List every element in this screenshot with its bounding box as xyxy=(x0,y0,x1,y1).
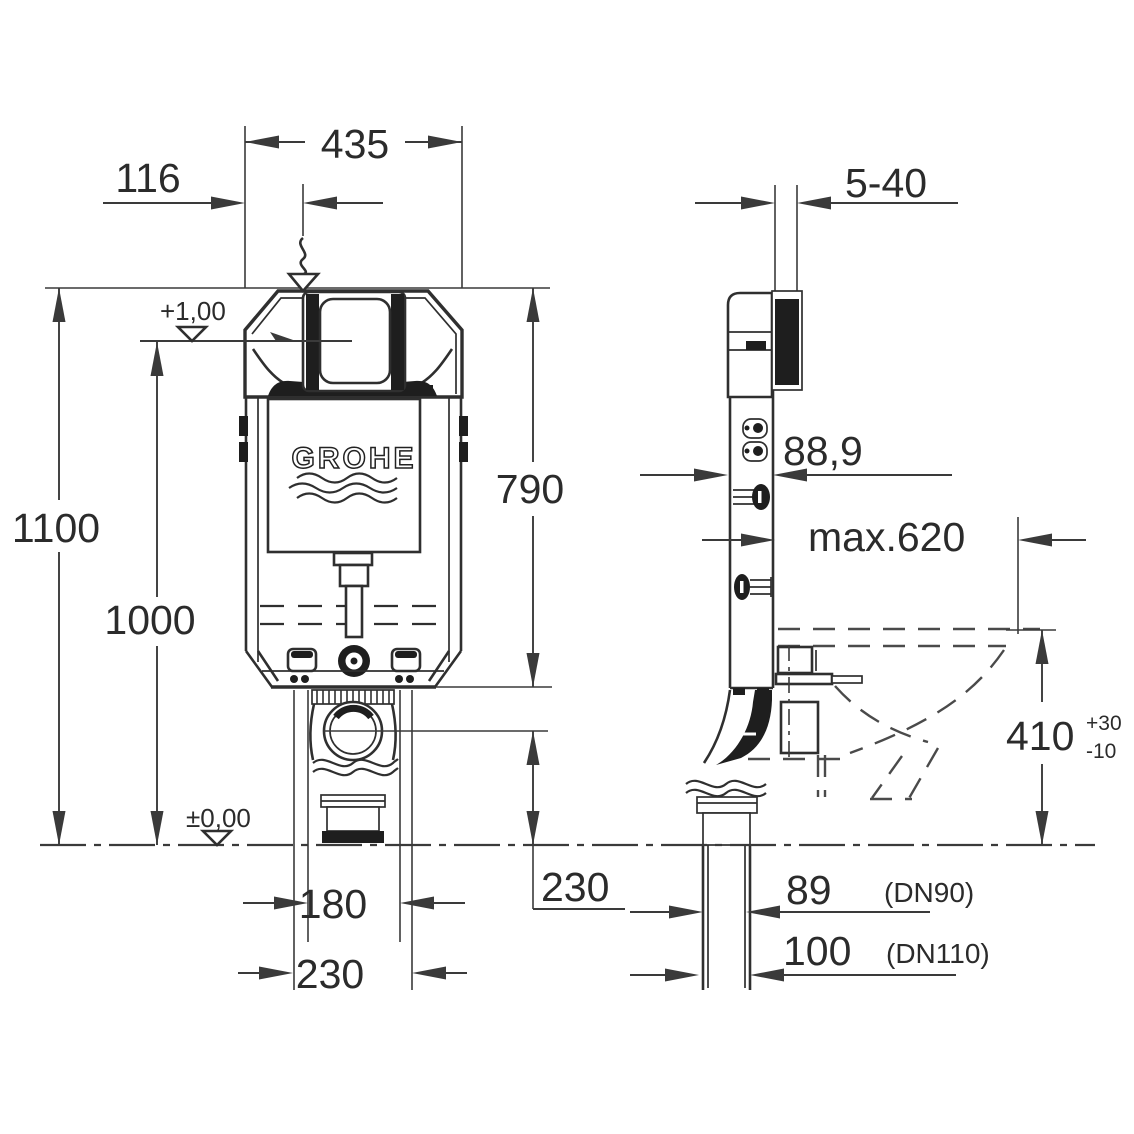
flush-pipe-lower xyxy=(344,584,364,639)
side-break-wave-1 xyxy=(685,779,767,789)
dimensions-side: 5-40 88,9 max.620 410 +30 -10 89 (DN90) xyxy=(630,160,1122,982)
dim-width-top: 435 xyxy=(321,121,389,167)
mounting-plate xyxy=(774,672,834,686)
dim-frame-depth: 88,9 xyxy=(783,428,863,474)
dim-inlet-offset: 116 xyxy=(115,155,180,201)
dim-outlet-height: 230 xyxy=(541,864,609,910)
left-foot xyxy=(286,647,318,673)
right-nub-upper xyxy=(459,416,468,436)
grohe-logo-text: GROHE xyxy=(291,442,416,475)
flush-bend-socket xyxy=(776,645,814,675)
elbow-housing-left xyxy=(309,703,316,761)
level-symbol-floor xyxy=(199,829,235,847)
anchor-bolt-4 xyxy=(406,675,414,683)
elbow-housing-right xyxy=(390,703,397,761)
side-drain-body xyxy=(702,812,751,846)
dim-drain-small-note: (DN90) xyxy=(884,877,974,908)
anchor-bolt-3 xyxy=(395,675,403,683)
drain-base-band xyxy=(322,831,384,843)
dim-level-height: 1000 xyxy=(104,597,195,643)
actuator-plate-fill xyxy=(775,299,799,385)
pipe-fitting-center xyxy=(350,657,358,665)
bottom-right-chamfer xyxy=(427,650,463,688)
dim-drain-large-note: (DN110) xyxy=(886,938,990,969)
drain-socket xyxy=(779,700,820,755)
front-view: GROHE xyxy=(239,289,468,843)
left-nub-upper xyxy=(239,416,248,436)
level-marker-floor: ±0,00 xyxy=(186,803,251,833)
flush-bend-black xyxy=(716,690,772,765)
screw-lower xyxy=(734,574,772,600)
elbow-side-outer xyxy=(702,689,732,764)
flush-pipe-upper xyxy=(338,563,370,588)
level-symbol-top xyxy=(174,325,210,343)
water-inlet-arrow xyxy=(286,272,321,294)
flush-pipe-cap xyxy=(332,551,374,567)
side-view xyxy=(685,185,1040,990)
access-frame-left-bar xyxy=(306,294,319,390)
dim-total-height: 1100 xyxy=(12,505,100,551)
side-drain-flange xyxy=(696,796,758,814)
right-foot xyxy=(390,647,422,673)
cistern-tab xyxy=(746,341,766,350)
side-break-wave-2 xyxy=(685,788,767,798)
bottom-left-chamfer xyxy=(244,650,280,688)
outlet-vertical-dashes xyxy=(816,755,827,797)
water-inlet-symbol xyxy=(299,236,307,276)
threaded-rod xyxy=(831,675,863,684)
front-break-wave-2 xyxy=(312,767,399,777)
bowl-curve-outer xyxy=(849,649,1005,755)
anchor-bolt-1 xyxy=(290,675,298,683)
left-nub-lower xyxy=(239,442,248,462)
frame-foot-1 xyxy=(733,688,745,695)
bowl-curve-inner xyxy=(834,685,929,744)
drain-body xyxy=(326,806,380,832)
bowl-outlet-dashes xyxy=(870,747,940,801)
dim-max-reach: max.620 xyxy=(808,514,965,560)
cistern-lid-inner-line xyxy=(251,297,457,394)
dim-drain-small: 89 xyxy=(786,867,832,913)
dim-drain-offset-inner: 180 xyxy=(299,881,367,927)
anchor-bolt-2 xyxy=(301,675,309,683)
outlet-elbow-crescent xyxy=(333,704,374,720)
dim-bowl-height: 410 xyxy=(1006,713,1074,759)
fixing-clip-lower xyxy=(742,441,768,462)
level-marker-top: +1,00 xyxy=(160,296,226,326)
grohe-logo-wave-2 xyxy=(288,482,398,494)
grohe-logo-wave-1 xyxy=(296,472,398,484)
tank-body xyxy=(266,397,422,554)
dim-bowl-height-tol-plus: +30 xyxy=(1086,712,1122,735)
fixing-clip-upper xyxy=(742,418,768,439)
dim-drain-large: 100 xyxy=(783,928,851,974)
dim-bowl-height-tol-minus: -10 xyxy=(1086,740,1116,763)
screw-upper xyxy=(733,484,770,510)
dim-wall-range: 5-40 xyxy=(845,160,927,206)
dim-drain-offset-outer: 230 xyxy=(296,951,364,997)
dim-frame-height: 790 xyxy=(496,466,564,512)
dimensions-front: 435 116 1100 1000 +1,00 ±0,00 xyxy=(12,121,625,997)
access-frame-right-bar xyxy=(391,294,404,390)
grohe-logo-wave-3 xyxy=(296,492,398,504)
front-break-wave-1 xyxy=(312,758,399,768)
right-nub-lower xyxy=(459,442,468,462)
